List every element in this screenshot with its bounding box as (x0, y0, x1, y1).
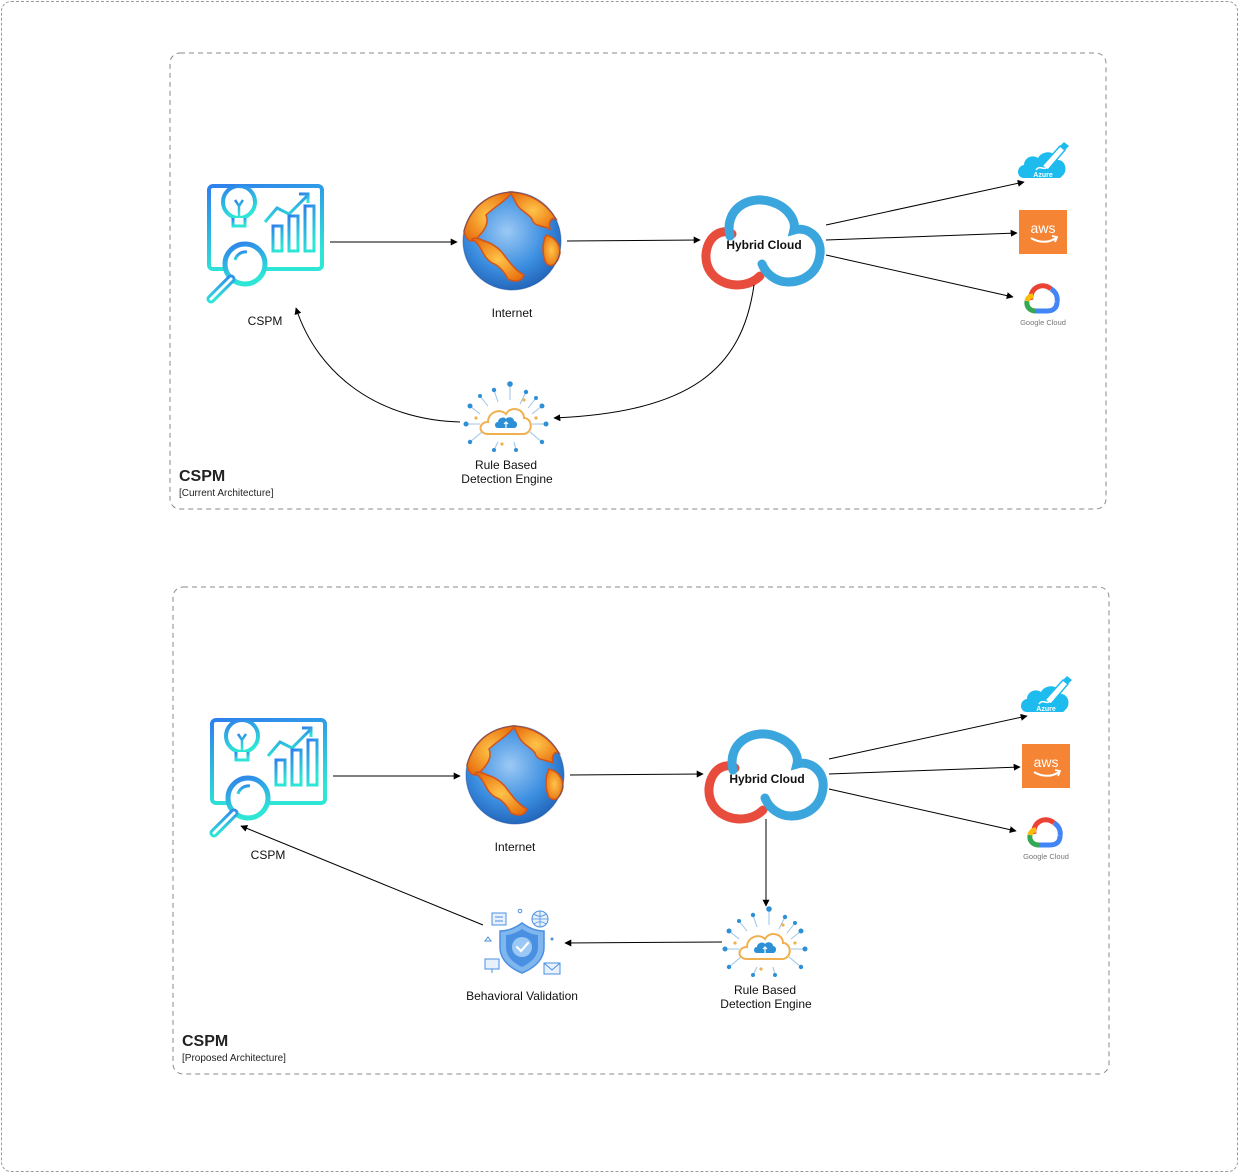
edge-hybrid-to-azure (828, 713, 1028, 760)
cspm-icon (209, 186, 322, 299)
edge-hybrid-to-google (828, 788, 1017, 834)
aws-node: aws (1021, 743, 1071, 789)
edge-hybrid-to-azure (825, 179, 1025, 226)
internet-globe-icon (462, 191, 562, 291)
cspm-label: CSPM (248, 314, 283, 328)
google-cloud-node: Google Cloud (1020, 286, 1066, 327)
edge-rule-engine-to-behavioral-validation (564, 939, 723, 947)
panel-frame (172, 586, 1110, 1075)
rule-engine-label-line2: Detection Engine (720, 997, 812, 1011)
google-cloud-label: Google Cloud (1020, 318, 1066, 327)
panel-frame (169, 52, 1107, 510)
rule-engine-label-line1: Rule Based (734, 983, 796, 997)
panel-subtitle: [Current Architecture] (179, 488, 274, 499)
cspm-label: CSPM (251, 848, 286, 862)
panel-title: CSPM (179, 468, 225, 485)
azure-node: Azure (1020, 675, 1073, 713)
hybrid-cloud-node: Hybrid Cloud (706, 200, 820, 285)
edge-internet-to-hybrid-cloud (566, 236, 701, 244)
google-cloud-node: Google Cloud (1023, 820, 1069, 861)
edge-hybrid-to-rule-engine (553, 284, 755, 422)
internet-label: Internet (495, 840, 536, 854)
aws-label: aws (1031, 220, 1056, 236)
edge-hybrid-to-aws (828, 763, 1021, 775)
panel-current-architecture: CSPM Internet Hybrid Cloud Azure aws Goo… (169, 52, 1107, 510)
behavioral-validation-shield-icon (483, 908, 562, 976)
azure-label: Azure (1036, 706, 1056, 713)
aws-label: aws (1034, 754, 1059, 770)
cspm-icon (212, 720, 325, 833)
panel-subtitle: [Proposed Architecture] (182, 1053, 286, 1064)
rule-engine-label-line2: Detection Engine (461, 472, 553, 486)
internet-label: Internet (492, 306, 533, 320)
edge-hybrid-to-google (825, 254, 1014, 300)
aws-node: aws (1018, 209, 1068, 255)
edge-behavioral-validation-to-cspm (240, 825, 484, 926)
azure-node: Azure (1017, 141, 1070, 179)
hybrid-cloud-label: Hybrid Cloud (726, 238, 801, 252)
hybrid-cloud-node: Hybrid Cloud (709, 734, 823, 819)
panel-proposed-architecture: CSPM Internet Hybrid Cloud Azure aws Goo… (172, 586, 1110, 1075)
google-cloud-icon (1027, 286, 1057, 311)
edge-internet-to-hybrid-cloud (569, 770, 704, 778)
edge-rule-engine-to-cspm (294, 307, 461, 423)
internet-globe-icon (465, 725, 565, 825)
rule-engine-icon (462, 380, 550, 453)
panel-title: CSPM (182, 1033, 228, 1050)
rule-engine-icon (721, 905, 809, 978)
rule-engine-label-line1: Rule Based (475, 458, 537, 472)
google-cloud-icon (1030, 820, 1060, 845)
behavioral-validation-label: Behavioral Validation (466, 989, 578, 1003)
google-cloud-label: Google Cloud (1023, 852, 1069, 861)
azure-label: Azure (1033, 172, 1053, 179)
hybrid-cloud-label: Hybrid Cloud (729, 772, 804, 786)
edge-hybrid-to-aws (825, 229, 1018, 241)
